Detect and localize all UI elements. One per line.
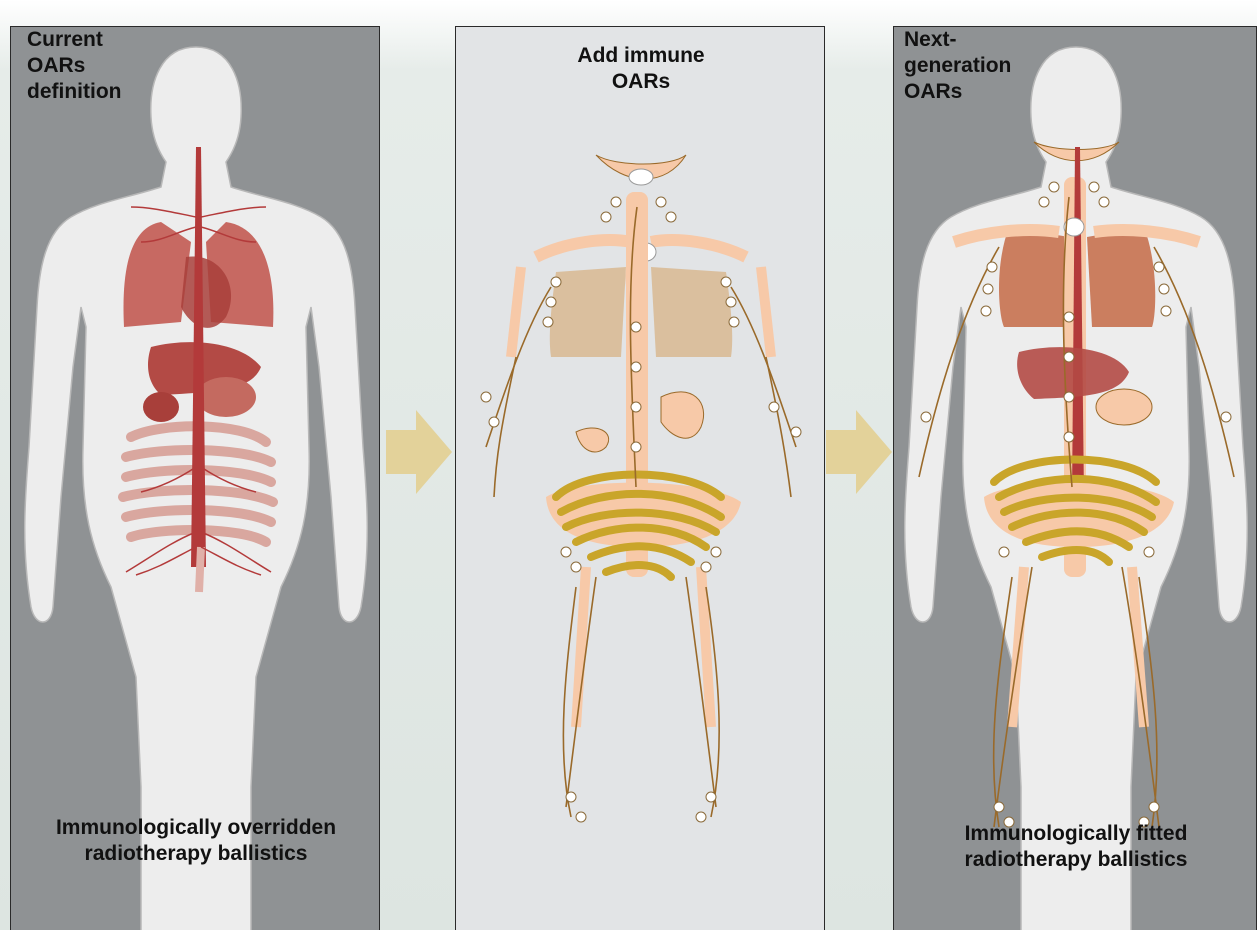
- caption-next: Immunologically fitted radiotherapy ball…: [894, 821, 1257, 873]
- panel-title-immune: Add immune OARs: [456, 43, 825, 95]
- title-line: Current: [27, 27, 127, 53]
- title-line: OARs: [456, 69, 825, 95]
- caption-current: Immunologically overridden radiotherapy …: [11, 815, 380, 867]
- humerus-right: [761, 267, 771, 357]
- humerus-left: [511, 267, 521, 357]
- caption-line: radiotherapy ballistics: [11, 841, 380, 867]
- hyoid: [629, 169, 653, 185]
- panel-current-oars: Current OARs definition Immunologically …: [10, 26, 380, 930]
- panel-next-generation-oars: Next- generation OARs Immunologically fi…: [893, 26, 1257, 930]
- rectum: [199, 547, 201, 592]
- title-line: definition: [27, 79, 127, 105]
- title-line: OARs: [27, 53, 127, 79]
- body-figure-combined: [894, 27, 1257, 930]
- arrow-right-icon: [826, 410, 892, 494]
- title-line: Add immune: [456, 43, 825, 69]
- title-line: OARs: [904, 79, 1034, 105]
- body-figure-vascular: [11, 27, 380, 930]
- panel-immune-oars: Add immune OARs: [455, 26, 825, 930]
- clavicle-left: [536, 240, 631, 257]
- panel-title-next: Next- generation OARs: [904, 27, 1034, 105]
- panel-title-current: Current OARs definition: [27, 27, 127, 105]
- kidney: [576, 428, 609, 452]
- spleen: [1096, 389, 1152, 425]
- title-line: Next-: [904, 27, 1034, 53]
- caption-line: Immunologically overridden: [11, 815, 380, 841]
- spleen: [661, 392, 704, 438]
- lung-left: [999, 227, 1069, 327]
- clavicle-right: [651, 240, 746, 257]
- caption-line: radiotherapy ballistics: [894, 847, 1257, 873]
- caption-line: Immunologically fitted: [894, 821, 1257, 847]
- lung-right: [651, 267, 732, 357]
- femur-left: [576, 567, 586, 727]
- body-figure-lymphatic: [456, 27, 825, 930]
- lung-right: [1087, 227, 1155, 327]
- title-line: generation: [904, 53, 1034, 79]
- kidney: [143, 392, 179, 422]
- stomach: [196, 377, 256, 417]
- arrow-right-icon: [386, 410, 452, 494]
